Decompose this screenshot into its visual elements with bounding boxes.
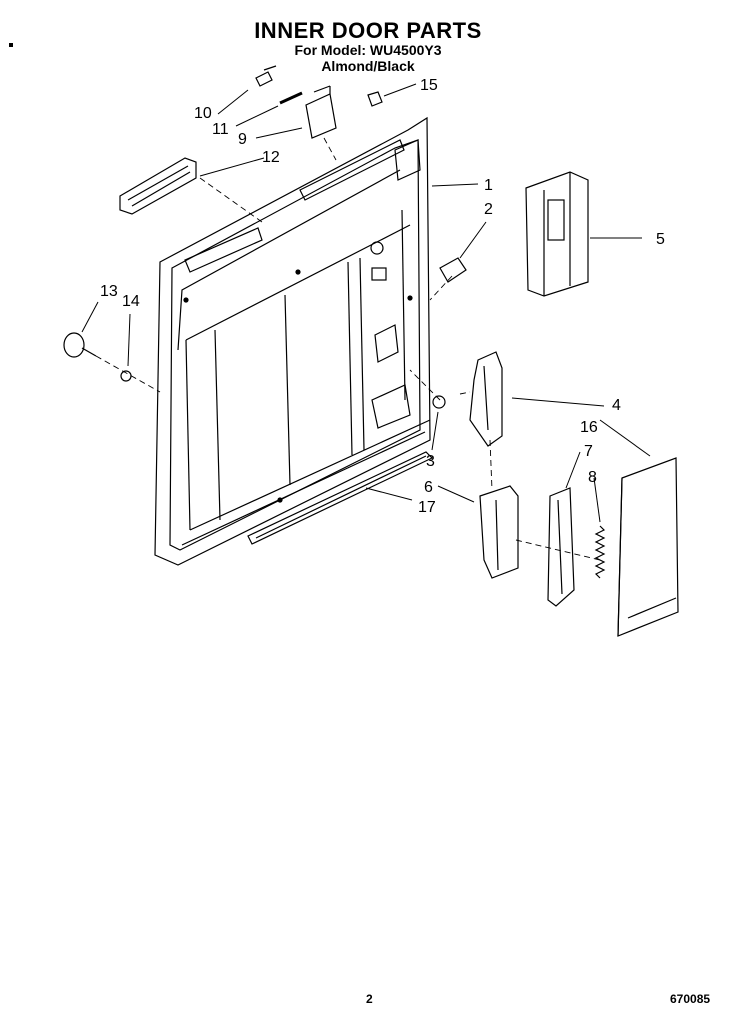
callout-14: 14 bbox=[122, 293, 140, 310]
callout-12: 12 bbox=[262, 149, 280, 166]
callout-3: 3 bbox=[426, 453, 435, 470]
part-16-cover bbox=[617, 457, 679, 637]
part-11-pin bbox=[279, 91, 303, 105]
callout-15: 15 bbox=[420, 77, 438, 94]
callout-8: 8 bbox=[588, 469, 597, 486]
part-12-handle bbox=[119, 157, 197, 215]
color-line: Almond/Black bbox=[321, 58, 415, 74]
callout-9: 9 bbox=[238, 131, 247, 148]
part-6-strike bbox=[479, 485, 519, 579]
callout-1: 1 bbox=[484, 177, 493, 194]
part-17-vent-strip bbox=[247, 451, 434, 545]
part-2-clip bbox=[439, 257, 467, 283]
page-number: 2 bbox=[366, 992, 373, 1006]
page-title: INNER DOOR PARTS bbox=[254, 18, 482, 43]
part-3-grommet bbox=[432, 395, 446, 409]
part-5-latch-housing bbox=[525, 171, 589, 297]
callout-10: 10 bbox=[194, 105, 212, 122]
callout-13: 13 bbox=[100, 283, 118, 300]
part-13-knob bbox=[63, 332, 97, 358]
part-7-slide bbox=[547, 487, 575, 607]
callout-16: 16 bbox=[580, 419, 598, 436]
callout-2: 2 bbox=[484, 201, 493, 218]
document-code: 670085 bbox=[670, 992, 711, 1006]
callout-7: 7 bbox=[584, 443, 593, 460]
callout-17: 17 bbox=[418, 499, 436, 516]
model-line: For Model: WU4500Y3 bbox=[294, 42, 442, 58]
callout-labels: 1 2 3 4 5 6 7 8 9 10 11 12 13 14 15 16 1… bbox=[100, 77, 665, 516]
leader-lines bbox=[81, 83, 651, 523]
callout-11: 11 bbox=[212, 121, 229, 138]
part-15-screw bbox=[367, 91, 383, 107]
callout-6: 6 bbox=[424, 479, 433, 496]
assembly-dashed-lines bbox=[95, 137, 601, 561]
callout-5: 5 bbox=[656, 231, 665, 248]
part-inner-door-panel bbox=[154, 116, 431, 566]
part-8-spring bbox=[594, 525, 606, 579]
part-9-bracket bbox=[305, 85, 337, 139]
callout-4: 4 bbox=[612, 397, 621, 414]
corner-mark bbox=[9, 43, 13, 47]
part-10-screw bbox=[255, 65, 277, 87]
part-4-latch bbox=[469, 351, 503, 447]
